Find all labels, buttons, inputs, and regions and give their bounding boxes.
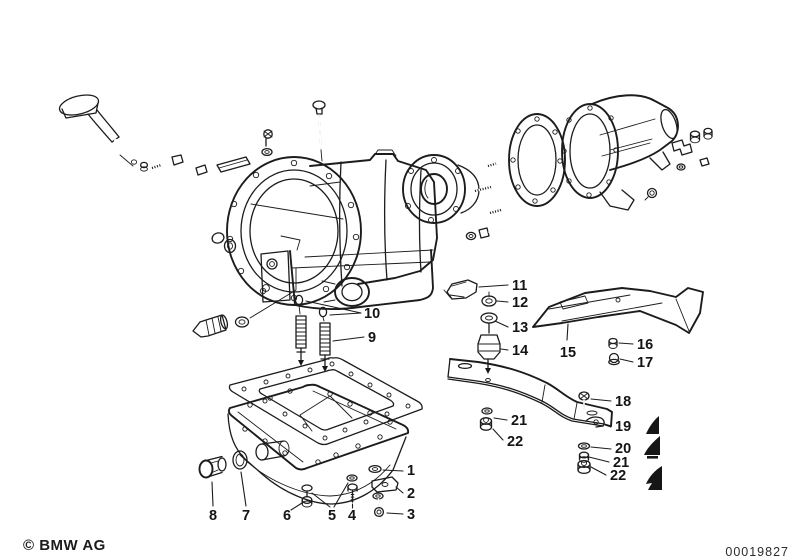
callout-8: 8 [209, 481, 217, 524]
callout-1: 1 [382, 463, 415, 479]
filler-tube-assembly [58, 94, 248, 256]
callout-15: 15 [560, 323, 576, 361]
callout-16: 16 [618, 337, 653, 353]
callout-22-right: 22 [590, 466, 626, 484]
callout-label-18: 18 [615, 394, 631, 410]
speed-switch [192, 267, 297, 338]
callout-label-21: 21 [613, 455, 629, 471]
callout-label-17: 17 [637, 355, 653, 371]
mount-stack [443, 279, 620, 374]
callout-10: 10 [305, 300, 380, 322]
callout-14: 14 [500, 343, 528, 359]
callout-label-14: 14 [512, 343, 528, 359]
callout-2: 2 [395, 486, 415, 502]
callout-label-16: 16 [637, 337, 653, 353]
callout-label-5: 5 [328, 508, 336, 524]
callout-17: 17 [619, 355, 653, 371]
callout-6: 6 [283, 502, 303, 524]
callout-label-19: 19 [615, 419, 631, 435]
callout-5: 5 [311, 482, 349, 524]
callout-label-1: 1 [407, 463, 415, 479]
callout-19: 19 [604, 419, 631, 435]
callout-label-21b: 21 [511, 413, 527, 429]
copyright-text: © BMW AG [23, 537, 106, 554]
stud-group [465, 159, 520, 252]
extension-housing [561, 94, 679, 211]
callout-label-6: 6 [283, 508, 291, 524]
callout-label-7: 7 [242, 508, 250, 524]
callout-label-11: 11 [512, 278, 527, 294]
callout-13: 13 [494, 320, 528, 336]
callout-label-13: 13 [512, 320, 528, 336]
callout-label-9: 9 [368, 330, 376, 346]
crossmember [447, 358, 613, 428]
fastener-group-top-right [644, 127, 713, 201]
callout-label-3: 3 [407, 507, 415, 523]
callout-label-20: 20 [615, 441, 631, 457]
image-number: 00019827 [725, 545, 789, 559]
callout-3: 3 [386, 507, 415, 523]
callout-22-left: 22 [492, 428, 523, 450]
output-flange [402, 154, 488, 224]
print-artifacts [644, 416, 662, 490]
callout-21-right: 21 [588, 455, 629, 471]
oil-pan [227, 383, 410, 505]
callout-4: 4 [348, 503, 356, 524]
callout-12: 12 [496, 295, 528, 311]
callouts: 1 2 3 4 5 6 7 8 9 10 11 12 13 14 15 16 1… [209, 278, 653, 524]
heat-shield [532, 287, 704, 334]
callout-label-8: 8 [209, 508, 217, 524]
gasket [508, 113, 566, 207]
callout-label-22b: 22 [507, 434, 523, 450]
fastener-group-top-left [130, 100, 326, 176]
transmission-case [226, 149, 438, 310]
callout-label-2: 2 [407, 486, 415, 502]
callout-label-15: 15 [560, 345, 576, 361]
callout-label-4: 4 [348, 508, 356, 524]
callout-21-left: 21 [493, 413, 527, 429]
oil-pan-gasket [228, 357, 423, 446]
callout-18: 18 [590, 394, 631, 410]
callout-9: 9 [332, 330, 376, 346]
crossmember-fasteners [479, 391, 591, 475]
callout-label-10: 10 [364, 306, 380, 322]
callout-7: 7 [240, 471, 250, 524]
callout-20: 20 [590, 441, 631, 457]
callout-11: 11 [478, 278, 527, 294]
callout-label-22: 22 [610, 468, 626, 484]
callout-label-12: 12 [512, 295, 528, 311]
